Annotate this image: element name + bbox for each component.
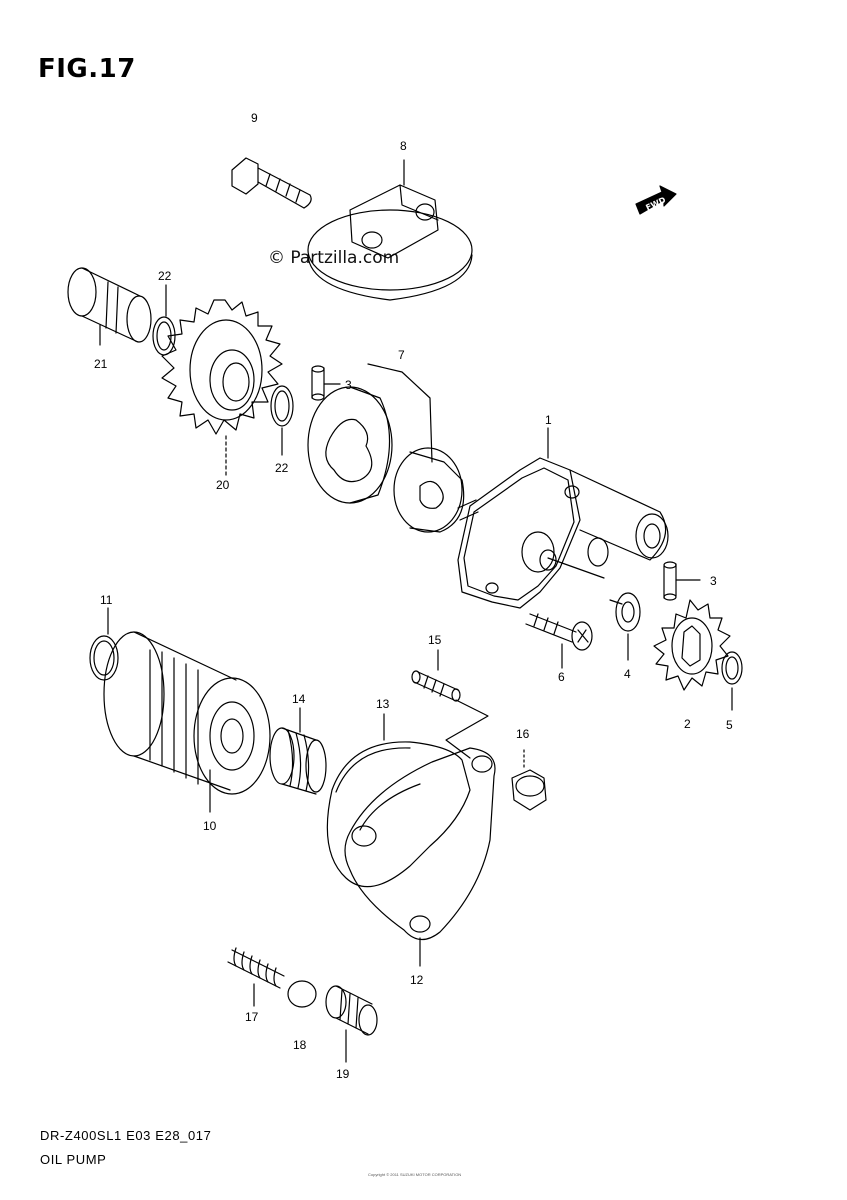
watermark: © Partzilla.com	[268, 248, 400, 268]
callout-6: 6	[558, 670, 565, 684]
callout-21: 21	[94, 357, 108, 371]
part-3-pin-upper	[311, 365, 341, 401]
callout-11: 11	[100, 593, 113, 607]
part-14-spring	[269, 707, 327, 795]
callout-17: 17	[245, 1010, 259, 1024]
callout-13: 13	[376, 697, 390, 711]
callout-15: 15	[428, 633, 442, 647]
part-16-plug	[511, 749, 547, 811]
part-10-oil-filter	[103, 631, 271, 813]
part-11-o-ring	[89, 607, 119, 681]
fwd-arrow-icon: FWD	[635, 185, 677, 215]
callout-9: 9	[251, 111, 258, 125]
callout-16: 16	[516, 727, 530, 741]
fwd-label: FWD	[644, 195, 667, 212]
callout-3-right: 3	[710, 574, 717, 588]
diagram-name: OIL PUMP	[40, 1152, 107, 1167]
part-22-circlip-lower	[270, 385, 294, 456]
callout-12: 12	[410, 973, 424, 987]
callout-20: 20	[216, 478, 230, 492]
part-4-washer	[609, 592, 641, 661]
callout-19: 19	[336, 1067, 350, 1081]
part-1-pump-body	[457, 427, 669, 609]
part-19-relief-valve	[325, 985, 378, 1063]
part-18-ball	[287, 980, 317, 1008]
callout-22-lower: 22	[275, 461, 289, 475]
callout-10: 10	[203, 819, 217, 833]
part-2-gear-small	[653, 599, 731, 691]
part-15-dowel	[411, 649, 489, 759]
callout-8: 8	[400, 139, 407, 153]
diagram-code: DR-Z400SL1 E03 E28_017	[40, 1128, 212, 1143]
part-13-gasket	[326, 713, 471, 888]
callout-1: 1	[545, 413, 552, 427]
callout-4: 4	[624, 667, 631, 681]
callout-22-upper: 22	[158, 269, 172, 283]
part-22-circlip-upper	[152, 284, 176, 356]
callout-14: 14	[292, 692, 306, 706]
part-3-pin-right	[663, 561, 701, 601]
copyright-note: Copyright © 2011 SUZUKI MOTOR CORPORATIO…	[368, 1172, 462, 1177]
callout-2: 2	[684, 717, 691, 731]
part-20-gear-large	[161, 299, 283, 476]
part-12-cover	[344, 747, 496, 967]
part-21-shaft	[67, 267, 152, 346]
callout-18: 18	[293, 1038, 307, 1052]
part-7-rotor	[307, 363, 465, 533]
figure-title: FIG.17	[38, 54, 136, 84]
part-8-cap	[307, 159, 473, 301]
callout-5: 5	[726, 718, 733, 732]
part-6-screw	[525, 613, 593, 669]
part-9-bolt	[231, 157, 312, 209]
part-17-relief-spring	[227, 947, 285, 1007]
part-5-circlip	[721, 651, 743, 711]
callout-3-upper: 3	[345, 378, 352, 392]
callout-7: 7	[398, 348, 405, 362]
